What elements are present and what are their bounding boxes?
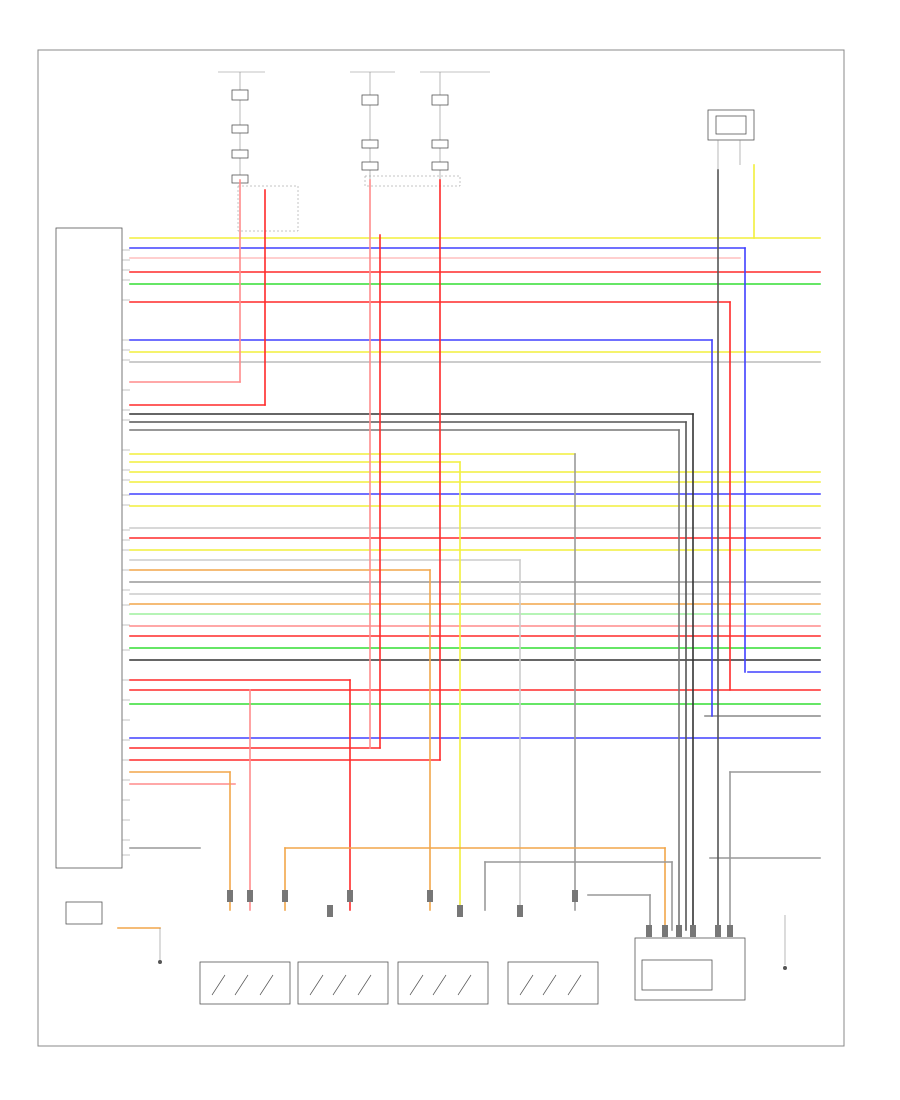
top-fuse-block-right: [364, 71, 490, 187]
ground-icon: [158, 960, 162, 964]
diagram-frame: [37, 49, 845, 1047]
switch-box-2: [297, 961, 389, 1005]
ground-icon-right: [783, 966, 787, 970]
top-right-switch: [707, 109, 755, 170]
control-module: [55, 227, 123, 869]
small-component: [65, 901, 103, 925]
top-fuse-block-middle: [350, 71, 395, 180]
vertical-wires: [229, 164, 755, 931]
horizontal-wires: [129, 237, 821, 859]
switch-box-3: [397, 961, 489, 1005]
top-fuse-block-left: [218, 71, 299, 232]
module-pin-stubs: [122, 249, 130, 856]
switch-contacts: [211, 974, 582, 996]
switch-box-1: [199, 961, 291, 1005]
sensor-inner: [641, 959, 713, 991]
switch-box-4: [507, 961, 599, 1005]
bottom-connectors: [227, 890, 733, 937]
